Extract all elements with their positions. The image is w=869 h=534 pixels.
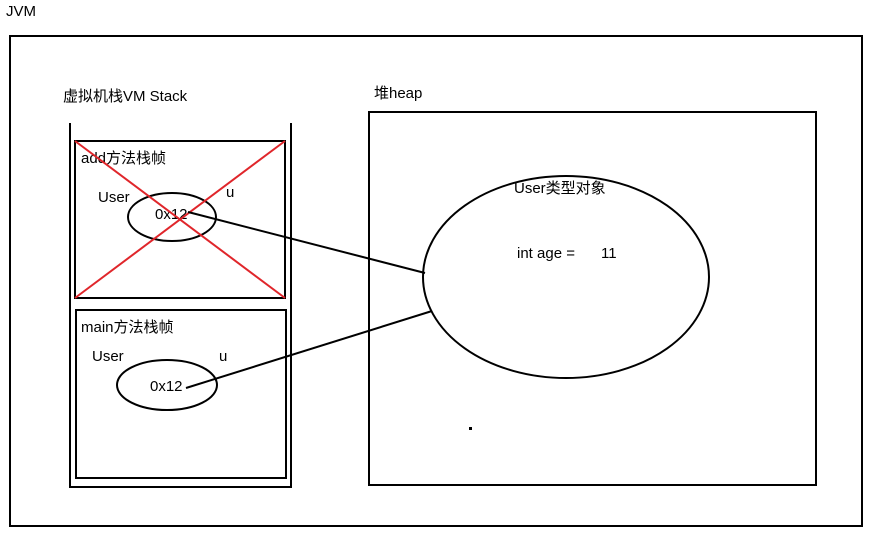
main-reference-line <box>185 310 433 389</box>
heap-box <box>368 111 817 486</box>
add-frame-reference-oval <box>127 192 217 242</box>
jvm-box <box>9 35 863 527</box>
stray-mark <box>469 427 472 430</box>
main-frame-label: main方法栈帧 <box>81 319 174 336</box>
add-frame-var-label: u <box>226 184 234 201</box>
heap-label: 堆heap <box>374 85 422 102</box>
main-frame-var-label: u <box>219 348 227 365</box>
main-frame-box <box>75 309 287 479</box>
user-object-oval <box>422 175 710 379</box>
jvm-title: JVM <box>6 3 36 20</box>
add-frame-type-label: User <box>98 189 130 206</box>
user-object-label: User类型对象 <box>514 180 606 197</box>
user-object-field: int age = <box>517 245 575 262</box>
add-frame-label: add方法栈帧 <box>81 150 166 167</box>
vm-stack-container <box>69 123 292 488</box>
add-method-frame: add方法栈帧 User u 0x12 <box>74 140 286 299</box>
add-frame-box <box>74 140 286 299</box>
main-frame-reference-oval <box>116 359 218 411</box>
add-reference-line <box>187 211 426 274</box>
user-object-field-value: 11 <box>601 245 617 262</box>
add-frame-cross-line-2 <box>74 140 286 299</box>
main-frame-value: 0x12 <box>150 378 183 395</box>
main-method-frame: main方法栈帧 User u 0x12 <box>75 309 287 479</box>
vm-stack-label: 虚拟机栈VM Stack <box>63 88 188 105</box>
main-frame-type-label: User <box>92 348 124 365</box>
